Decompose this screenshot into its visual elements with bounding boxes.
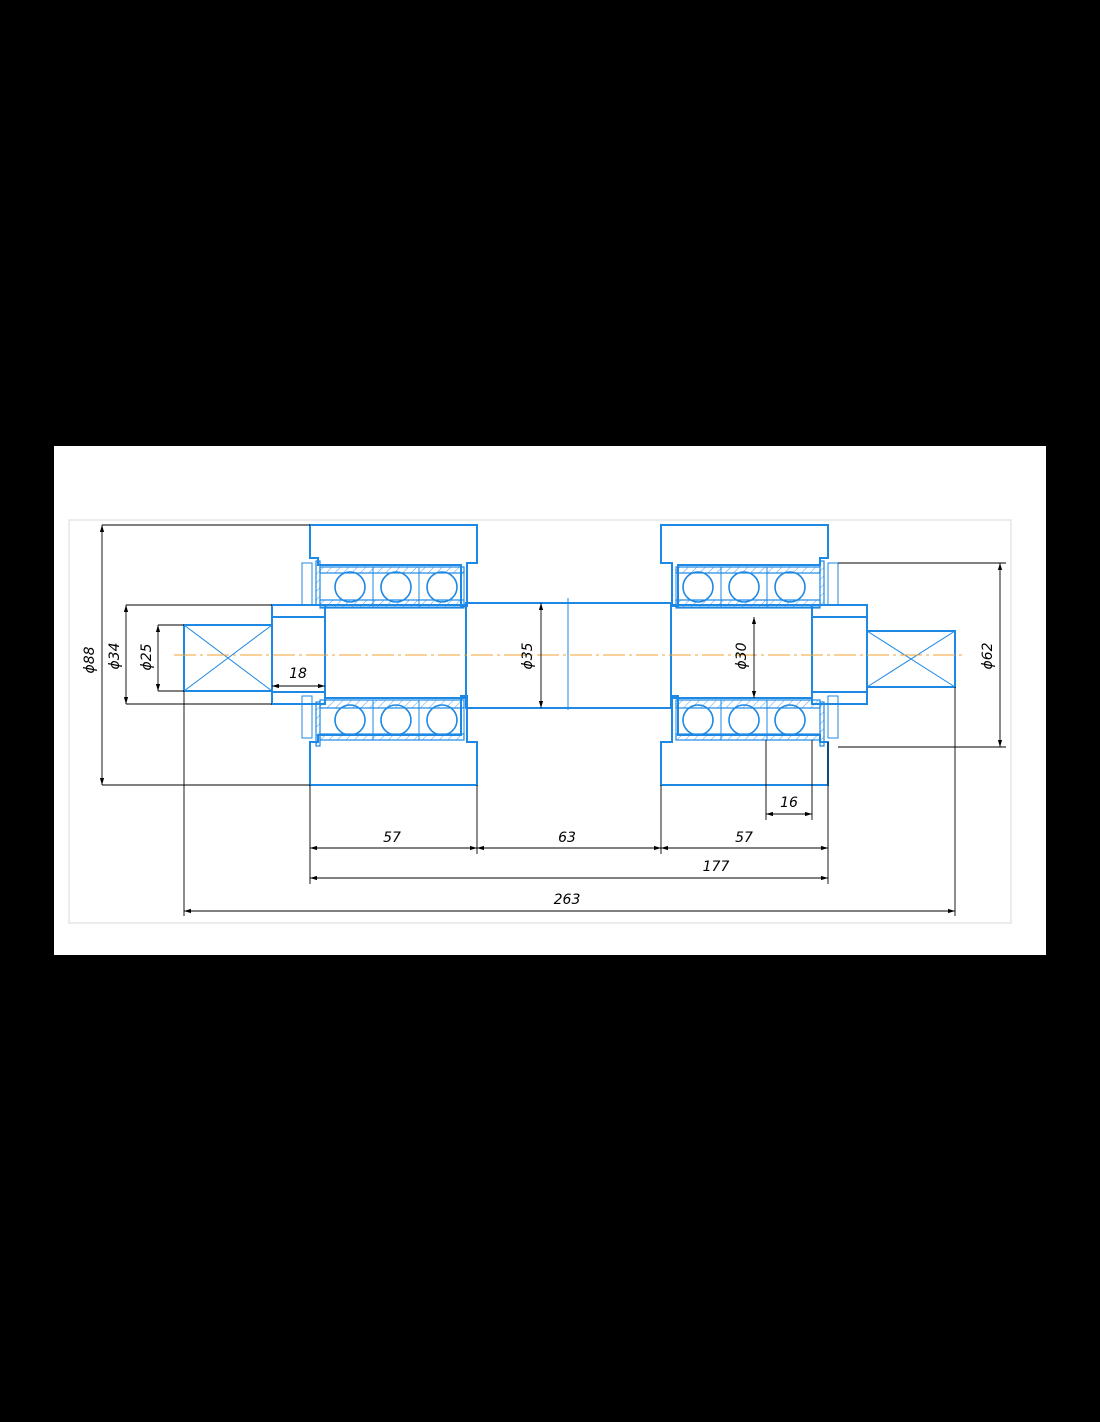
left-bearings-top — [315, 560, 465, 609]
dim-length-16: 16 — [780, 795, 798, 811]
dim-diameter-34: ϕ34 — [107, 642, 123, 669]
dimension-lines — [99, 524, 1006, 916]
dim-length-63: 63 — [558, 830, 576, 846]
dim-length-57-right: 57 — [735, 830, 753, 846]
left-bearings-bottom — [315, 699, 465, 747]
drawing-frame — [68, 519, 1012, 924]
dim-diameter-25: ϕ25 — [139, 643, 155, 670]
dim-diameter-62: ϕ62 — [980, 642, 996, 669]
dim-length-263: 263 — [554, 892, 581, 908]
assembly-drawing: ϕ88 ϕ34 ϕ25 18 ϕ35 ϕ30 ϕ62 16 57 63 57 1… — [68, 519, 1012, 924]
dim-length-57-left: 57 — [383, 830, 401, 846]
dim-diameter-30: ϕ30 — [734, 642, 750, 669]
dim-diameter-35: ϕ35 — [520, 642, 536, 669]
drawing-sheet: ϕ88 ϕ34 ϕ25 18 ϕ35 ϕ30 ϕ62 16 57 63 57 1… — [54, 446, 1046, 955]
right-bearings-top — [675, 560, 825, 609]
dim-length-177: 177 — [703, 859, 730, 875]
dim-length-18: 18 — [289, 666, 307, 682]
right-bearings-bottom — [675, 699, 825, 747]
dim-diameter-88: ϕ88 — [82, 646, 98, 673]
shaft — [183, 598, 956, 710]
